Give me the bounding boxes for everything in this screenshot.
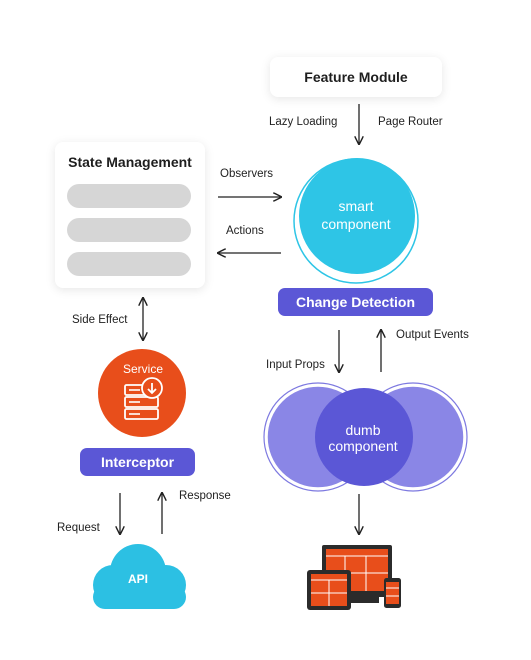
- state-management-title: State Management: [68, 154, 192, 170]
- api-cloud: [93, 544, 186, 609]
- interceptor-badge: Interceptor: [80, 448, 195, 476]
- label-side-effect: Side Effect: [72, 314, 128, 326]
- label-lazy-loading: Lazy Loading: [269, 116, 338, 128]
- label-observers: Observers: [220, 168, 274, 180]
- label-input-props: Input Props: [266, 359, 325, 371]
- label-request: Request: [57, 522, 100, 534]
- state-bar: [67, 252, 191, 276]
- change-detection-label: Change Detection: [295, 294, 415, 310]
- dumb-component-label: dumb component: [313, 422, 413, 454]
- dumb-component-circles: [263, 382, 468, 492]
- state-management-card: State Management: [55, 142, 205, 288]
- label-actions: Actions: [226, 225, 264, 237]
- dumb-component-line2: component: [328, 438, 398, 454]
- label-output-events: Output Events: [396, 329, 469, 341]
- label-page-router: Page Router: [378, 116, 443, 128]
- feature-module-title: Feature Module: [304, 69, 408, 85]
- service-circle: [98, 349, 186, 437]
- state-bar: [67, 218, 191, 242]
- label-response: Response: [179, 490, 231, 502]
- change-detection-badge: Change Detection: [278, 288, 433, 316]
- smart-component-circle: [293, 158, 419, 284]
- server-download-icon: [124, 377, 163, 420]
- dumb-component-line1: dumb: [345, 422, 381, 438]
- state-bar: [67, 184, 191, 208]
- smart-component-line2: component: [321, 216, 391, 232]
- devices-illustration: [307, 545, 401, 610]
- api-label: API: [127, 572, 148, 586]
- service-label: Service: [122, 362, 163, 376]
- smart-component-label: smart component: [299, 197, 413, 233]
- feature-module-card: Feature Module: [270, 57, 442, 97]
- interceptor-label: Interceptor: [100, 454, 175, 470]
- smart-component-line1: smart: [338, 198, 374, 214]
